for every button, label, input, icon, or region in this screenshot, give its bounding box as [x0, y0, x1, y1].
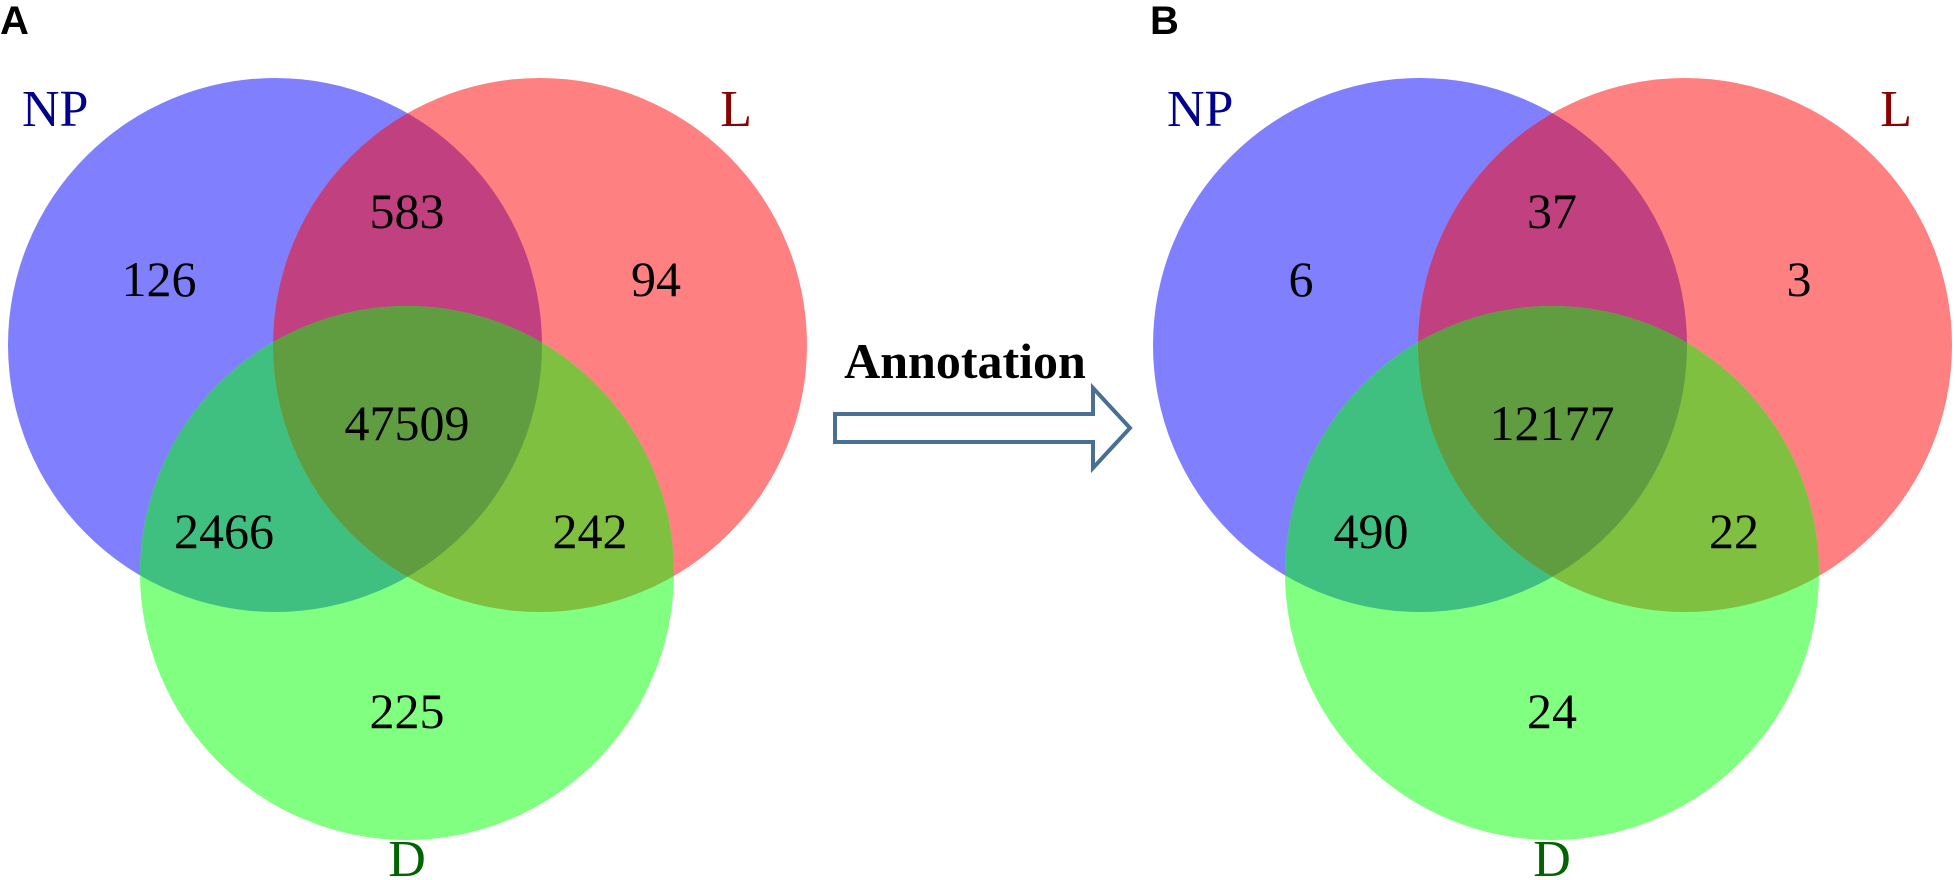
- region-l-d-b: 22: [1709, 503, 1759, 559]
- region-np-l-b: 37: [1527, 183, 1577, 239]
- set-label-np-b: NP: [1167, 81, 1233, 138]
- panel-label-b: B: [1150, 0, 1179, 43]
- annotation-arrow: Annotation: [833, 333, 1133, 474]
- venn-panel-b: B NP L D 6 3 24 37 490 22 12177: [1150, 0, 1952, 880]
- set-label-l-b: L: [1880, 81, 1912, 138]
- region-np-l-a: 583: [370, 183, 445, 239]
- region-d-only-b: 24: [1527, 683, 1577, 739]
- region-np-only-b: 6: [1289, 251, 1314, 307]
- set-label-np-a: NP: [22, 81, 88, 138]
- set-label-d-a: D: [388, 831, 426, 880]
- region-l-only-b: 3: [1787, 251, 1812, 307]
- region-all-b: 12177: [1490, 395, 1615, 451]
- region-all-a: 47509: [345, 395, 470, 451]
- arrow-label: Annotation: [844, 333, 1086, 389]
- region-np-d-b: 490: [1334, 503, 1409, 559]
- region-np-d-a: 2466: [174, 503, 274, 559]
- set-label-d-b: D: [1533, 831, 1571, 880]
- region-l-d-a: 242: [553, 503, 628, 559]
- region-l-only-a: 94: [631, 251, 681, 307]
- set-label-l-a: L: [720, 81, 752, 138]
- region-d-only-a: 225: [370, 683, 445, 739]
- venn-panel-a: A NP L D 126 94 225 583 2466 242 47509: [0, 0, 807, 880]
- region-np-only-a: 126: [122, 251, 197, 307]
- panel-label-a: A: [0, 0, 29, 43]
- arrow-icon: [833, 382, 1133, 474]
